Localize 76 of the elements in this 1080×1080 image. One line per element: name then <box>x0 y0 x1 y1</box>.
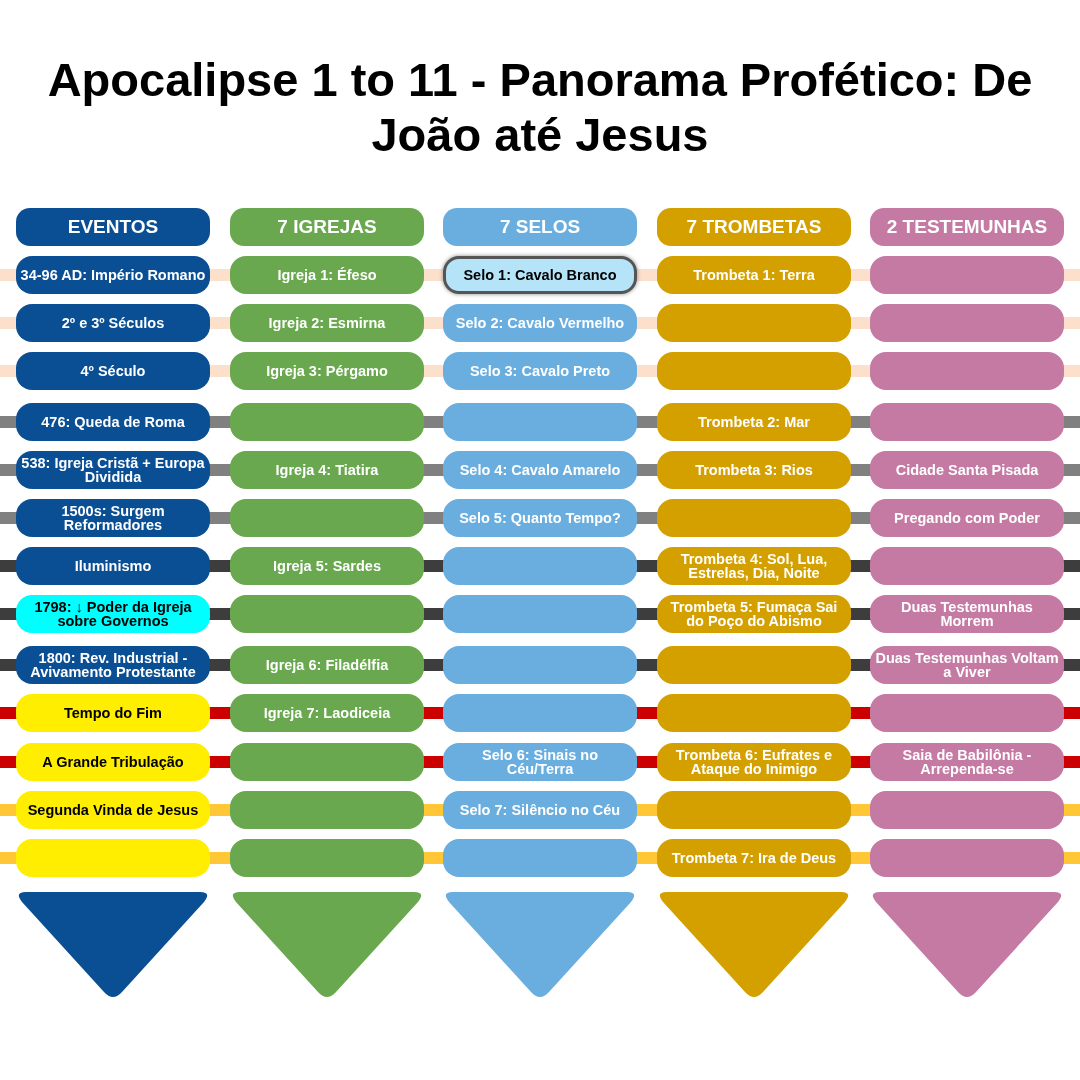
empty-pill <box>657 304 851 342</box>
event-pill: Selo 6: Sinais no Céu/Terra <box>443 743 637 781</box>
empty-pill <box>657 646 851 684</box>
event-pill: Segunda Vinda de Jesus <box>16 791 210 829</box>
event-pill: Igreja 6: Filadélfia <box>230 646 424 684</box>
column-header: 7 SELOS <box>443 208 637 246</box>
event-pill: 1800: Rev. Industrial - Avivamento Protestante <box>16 646 210 684</box>
event-pill: Selo 5: Quanto Tempo? <box>443 499 637 537</box>
empty-pill <box>230 595 424 633</box>
column-header: 7 IGREJAS <box>230 208 424 246</box>
empty-pill <box>870 352 1064 390</box>
event-pill: 476: Queda de Roma <box>16 403 210 441</box>
event-pill: Igreja 4: Tiatira <box>230 451 424 489</box>
down-triangle <box>870 892 1064 998</box>
down-triangle <box>16 892 210 998</box>
event-pill: 34-96 AD: Império Romano <box>16 256 210 294</box>
event-pill: Trombeta 7: Ira de Deus <box>657 839 851 877</box>
empty-pill <box>16 839 210 877</box>
empty-pill <box>443 403 637 441</box>
title: Apocalipse 1 to 11 - Panorama Profético: De João até Jesus <box>46 52 1034 162</box>
event-pill: Igreja 2: Esmirna <box>230 304 424 342</box>
event-pill: Selo 4: Cavalo Amarelo <box>443 451 637 489</box>
event-pill: Trombeta 3: Rios <box>657 451 851 489</box>
event-pill: Selo 3: Cavalo Preto <box>443 352 637 390</box>
empty-pill <box>443 839 637 877</box>
event-pill: Trombeta 5: Fumaça Sai do Poço do Abismo <box>657 595 851 633</box>
event-pill: Pregando com Poder <box>870 499 1064 537</box>
down-triangle <box>230 892 424 998</box>
empty-pill <box>443 547 637 585</box>
empty-pill <box>657 694 851 732</box>
event-pill: 2º e 3º Séculos <box>16 304 210 342</box>
empty-pill <box>870 791 1064 829</box>
event-pill: Igreja 1: Éfeso <box>230 256 424 294</box>
event-pill: Duas Testemunhas Voltam a Viver <box>870 646 1064 684</box>
column-header: EVENTOS <box>16 208 210 246</box>
event-pill: Selo 2: Cavalo Vermelho <box>443 304 637 342</box>
event-pill: Duas Testemunhas Morrem <box>870 595 1064 633</box>
empty-pill <box>443 595 637 633</box>
event-pill: A Grande Tribulação <box>16 743 210 781</box>
event-pill: 1798: ↓ Poder da Igreja sobre Governos <box>16 595 210 633</box>
event-pill: Selo 1: Cavalo Branco <box>443 256 637 294</box>
empty-pill <box>657 791 851 829</box>
empty-pill <box>870 304 1064 342</box>
column-header: 2 TESTEMUNHAS <box>870 208 1064 246</box>
empty-pill <box>870 694 1064 732</box>
down-triangle <box>657 892 851 998</box>
empty-pill <box>443 646 637 684</box>
empty-pill <box>230 839 424 877</box>
event-pill: Igreja 3: Pérgamo <box>230 352 424 390</box>
event-pill: Saia de Babilônia - Arrependa-se <box>870 743 1064 781</box>
event-pill: Iluminismo <box>16 547 210 585</box>
down-triangle <box>443 892 637 998</box>
event-pill: Selo 7: Silêncio no Céu <box>443 791 637 829</box>
empty-pill <box>230 403 424 441</box>
event-pill: Igreja 5: Sardes <box>230 547 424 585</box>
event-pill: Trombeta 1: Terra <box>657 256 851 294</box>
empty-pill <box>230 791 424 829</box>
empty-pill <box>230 499 424 537</box>
empty-pill <box>870 547 1064 585</box>
event-pill: Trombeta 2: Mar <box>657 403 851 441</box>
event-pill: 538: Igreja Cristã + Europa Dividida <box>16 451 210 489</box>
event-pill: 4º Século <box>16 352 210 390</box>
empty-pill <box>443 694 637 732</box>
event-pill: 1500s: Surgem Reformadores <box>16 499 210 537</box>
empty-pill <box>870 403 1064 441</box>
empty-pill <box>657 499 851 537</box>
empty-pill <box>870 839 1064 877</box>
column-header: 7 TROMBETAS <box>657 208 851 246</box>
event-pill: Trombeta 4: Sol, Lua, Estrelas, Dia, Noite <box>657 547 851 585</box>
event-pill: Trombeta 6: Eufrates e Ataque do Inimigo <box>657 743 851 781</box>
empty-pill <box>657 352 851 390</box>
event-pill: Cidade Santa Pisada <box>870 451 1064 489</box>
empty-pill <box>870 256 1064 294</box>
empty-pill <box>230 743 424 781</box>
event-pill: Tempo do Fim <box>16 694 210 732</box>
event-pill: Igreja 7: Laodiceia <box>230 694 424 732</box>
